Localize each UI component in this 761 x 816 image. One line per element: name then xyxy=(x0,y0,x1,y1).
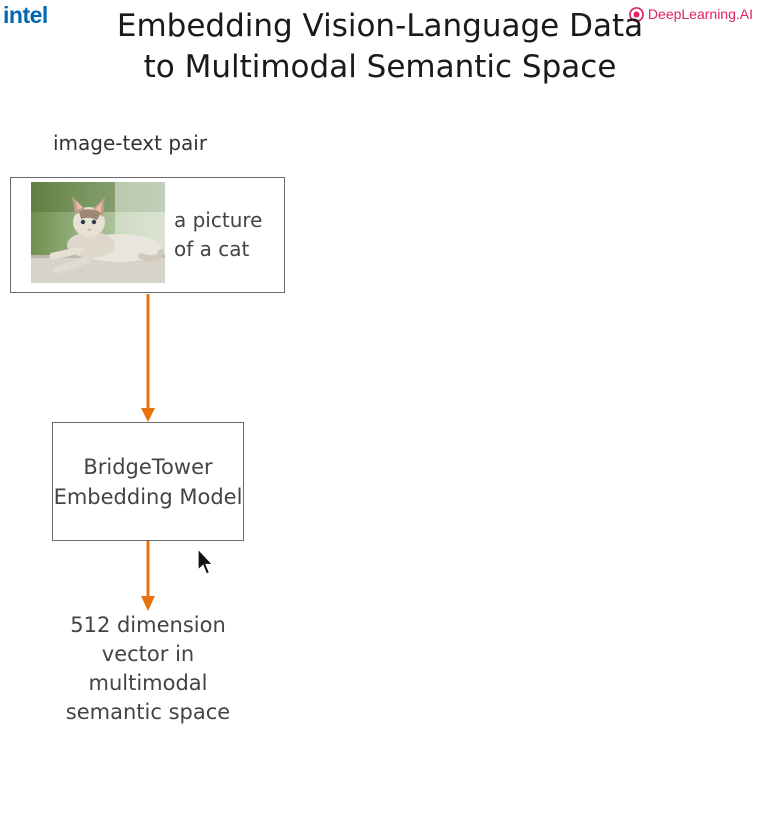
output-vector-label: 512 dimension vector in multimodal seman… xyxy=(65,613,231,724)
slide-title: Embedding Vision-Language Data to Multim… xyxy=(116,8,644,85)
mouse-pointer-icon xyxy=(197,548,214,575)
deeplearning-logo-icon xyxy=(629,6,644,22)
intel-logo: intel xyxy=(3,2,48,28)
bridgetower-model-box: BridgeTower Embedding Model xyxy=(52,422,244,541)
arrow-model-to-output xyxy=(141,541,155,611)
image-text-pair-box: a picture of a cat xyxy=(10,177,285,293)
image-caption: a picture of a cat xyxy=(174,208,263,261)
deeplearning-logo-text: DeepLearning.AI xyxy=(647,6,753,22)
model-label: BridgeTower Embedding Model xyxy=(53,454,243,509)
cat-photo xyxy=(31,182,165,283)
input-label: image-text pair xyxy=(53,131,208,155)
arrow-input-to-model xyxy=(141,294,155,422)
deeplearning-logo: DeepLearning.AI xyxy=(629,6,753,22)
